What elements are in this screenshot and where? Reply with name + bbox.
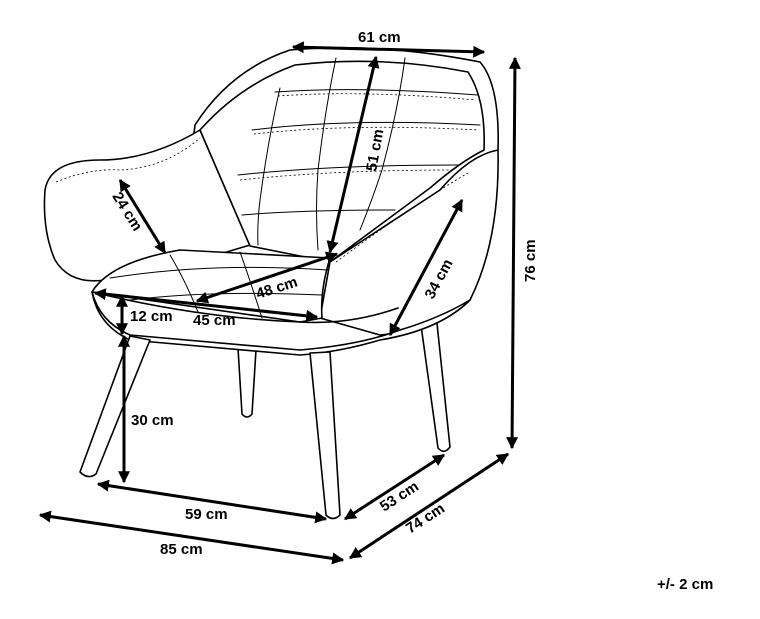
- label-seat-thickness: 12 cm: [130, 308, 173, 325]
- front-leg-left: [79, 335, 151, 478]
- seat-base: [91, 291, 471, 356]
- label-seat-width: 45 cm: [193, 312, 236, 329]
- dim-line-armrest-length: [388, 198, 464, 337]
- dim-line-top-width: [291, 41, 486, 58]
- dim-line-total-height: [506, 56, 521, 450]
- tolerance-note: +/- 2 cm: [657, 576, 713, 593]
- label-total-width: 85 cm: [160, 541, 203, 558]
- label-total-depth: 74 cm: [403, 500, 448, 537]
- dim-line-total-depth: [348, 452, 510, 560]
- label-top-width: 61 cm: [358, 29, 401, 46]
- dim-line-seat-width: [93, 288, 319, 322]
- label-leg-span-width: 59 cm: [185, 506, 228, 523]
- back-leg-left: [237, 347, 257, 418]
- front-leg-right: [309, 351, 341, 520]
- label-seat-height: 30 cm: [131, 412, 174, 429]
- label-total-height: 76 cm: [522, 239, 539, 282]
- dim-line-total-width: [38, 510, 345, 565]
- dim-line-armrest-depth: [118, 178, 167, 255]
- back-leg-right: [419, 313, 451, 453]
- dimension-lines: [38, 41, 521, 565]
- dim-line-backrest-height: [326, 55, 380, 254]
